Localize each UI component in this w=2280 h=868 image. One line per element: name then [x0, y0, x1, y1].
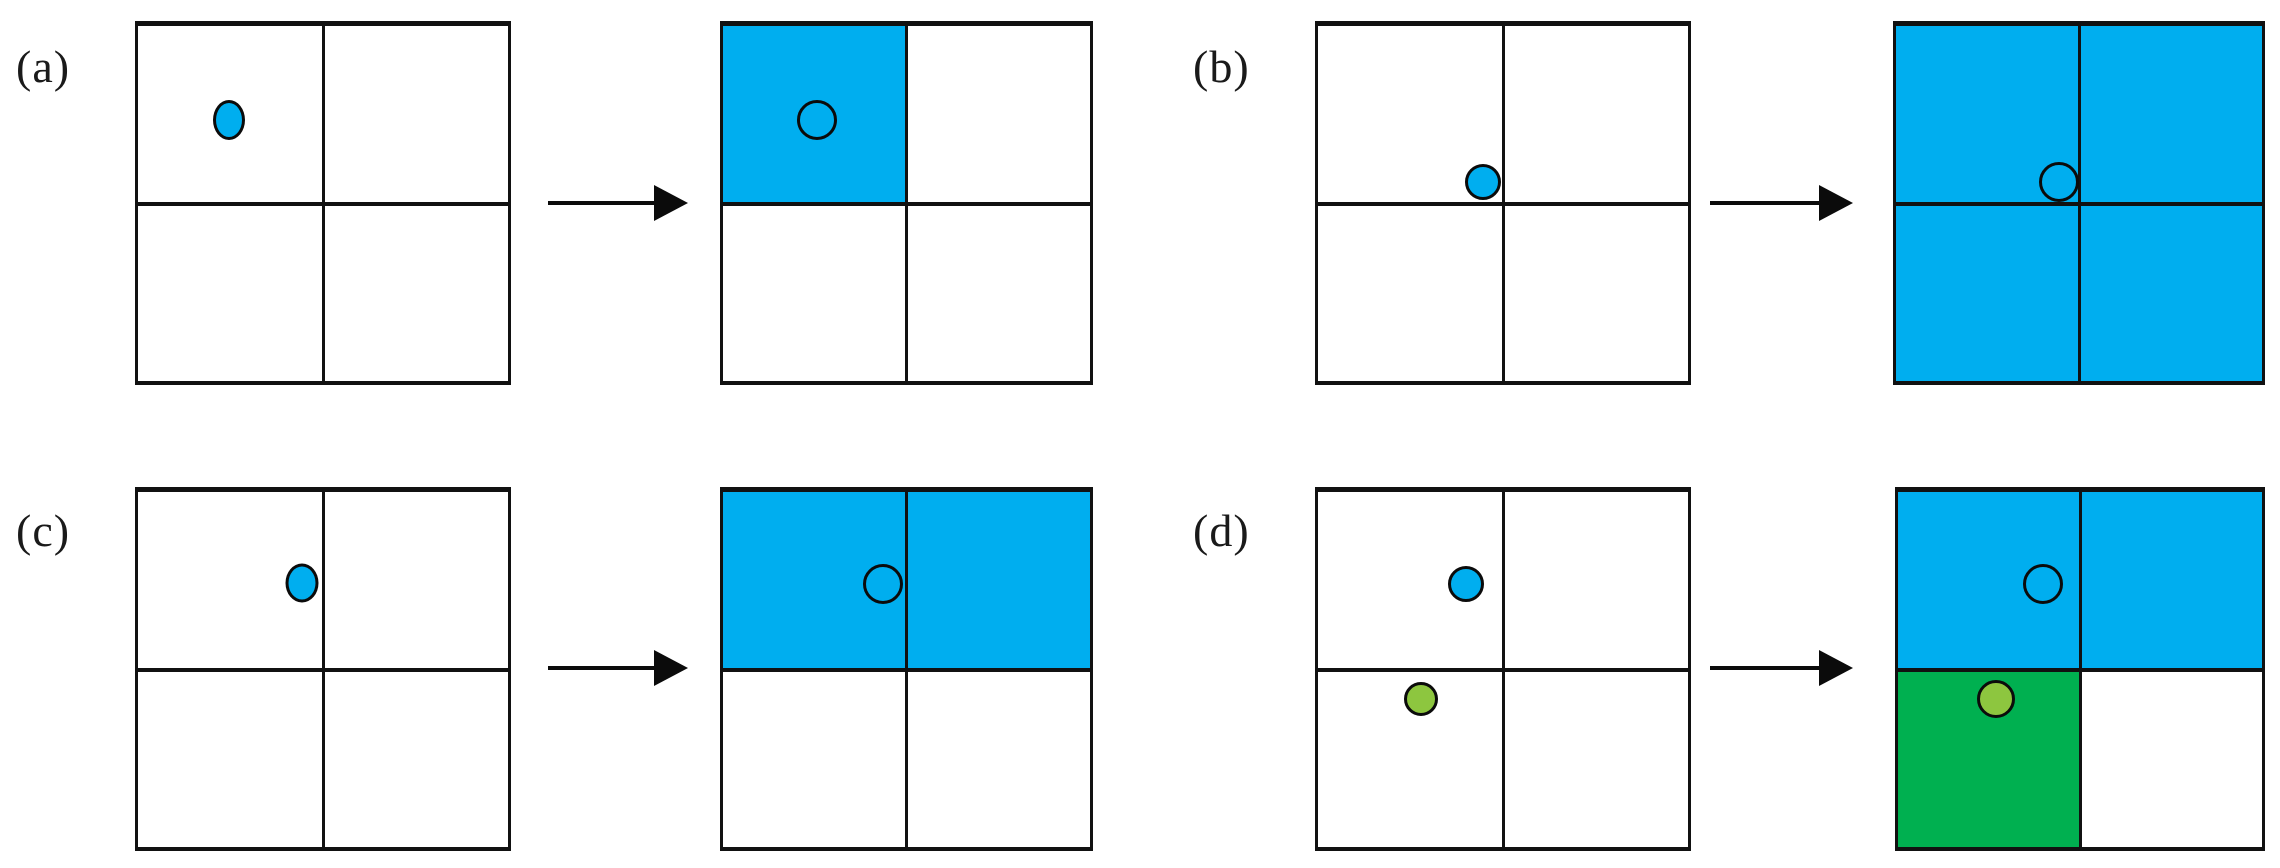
grid-input — [1315, 21, 1691, 385]
cell-bottom-left — [723, 670, 907, 848]
arrow-line — [548, 201, 660, 205]
cell-bottom-right — [907, 670, 1091, 848]
grid-horizontal-line — [1318, 667, 1688, 672]
data-point-circle — [863, 563, 904, 604]
arrow-right-icon — [548, 650, 688, 686]
cell-bottom-left — [138, 670, 323, 848]
panel-label-d: (d) — [1193, 505, 1250, 556]
cell-bottom-left — [1896, 203, 2079, 381]
data-point-dot — [1447, 565, 1484, 602]
data-point-dot — [1977, 679, 2016, 718]
grid-output — [1895, 487, 2265, 851]
grid-input — [135, 21, 511, 385]
grid-input — [135, 487, 511, 851]
cell-top-right — [2079, 26, 2262, 204]
arrow-head — [654, 185, 688, 221]
arrow-line — [548, 666, 660, 670]
cell-bottom-left — [1318, 204, 1503, 382]
cell-bottom-left — [723, 204, 907, 382]
grid-horizontal-line — [1318, 201, 1688, 206]
cell-top-right — [1503, 26, 1688, 204]
data-point-dot — [1465, 164, 1502, 201]
cell-bottom-right — [1503, 670, 1688, 848]
data-point-circle — [796, 99, 837, 140]
cell-top-right — [2080, 492, 2262, 670]
cell-bottom-right — [2080, 670, 2262, 848]
arrow-head — [1819, 185, 1853, 221]
cell-top-right — [906, 492, 1090, 670]
data-point-circle — [2039, 162, 2080, 203]
cell-bottom-left — [138, 204, 323, 382]
data-point-dot — [213, 99, 246, 140]
grid-input — [1315, 487, 1691, 851]
cell-top-right — [323, 26, 508, 204]
grid-output — [720, 487, 1093, 851]
cell-bottom-right — [1503, 204, 1688, 382]
data-point-circle — [2022, 563, 2063, 604]
arrow-right-icon — [1710, 650, 1853, 686]
panel-label-b: (b) — [1193, 41, 1250, 92]
arrow-right-icon — [548, 185, 688, 221]
grid-horizontal-line — [138, 201, 508, 206]
grid-output — [1893, 21, 2265, 385]
cell-bottom-right — [323, 204, 508, 382]
cell-top-right — [1503, 492, 1688, 670]
panel-label-a: (a) — [16, 41, 71, 92]
arrow-line — [1710, 201, 1825, 205]
data-point-dot — [1404, 681, 1439, 716]
grid-horizontal-line — [1898, 667, 2262, 672]
grid-output — [720, 21, 1093, 385]
grid-horizontal-line — [138, 667, 508, 672]
arrow-head — [1819, 650, 1853, 686]
cell-bottom-right — [323, 670, 508, 848]
cell-bottom-right — [2079, 203, 2262, 381]
panel-label-c: (c) — [16, 505, 71, 556]
grid-horizontal-line — [1896, 201, 2262, 206]
grid-horizontal-line — [723, 201, 1090, 206]
arrow-line — [1710, 666, 1825, 670]
cell-top-right — [323, 492, 508, 670]
arrow-right-icon — [1710, 185, 1853, 221]
arrow-head — [654, 650, 688, 686]
cell-top-right — [907, 26, 1091, 204]
cell-bottom-right — [907, 204, 1091, 382]
grid-horizontal-line — [723, 667, 1090, 672]
data-point-dot — [285, 563, 319, 603]
